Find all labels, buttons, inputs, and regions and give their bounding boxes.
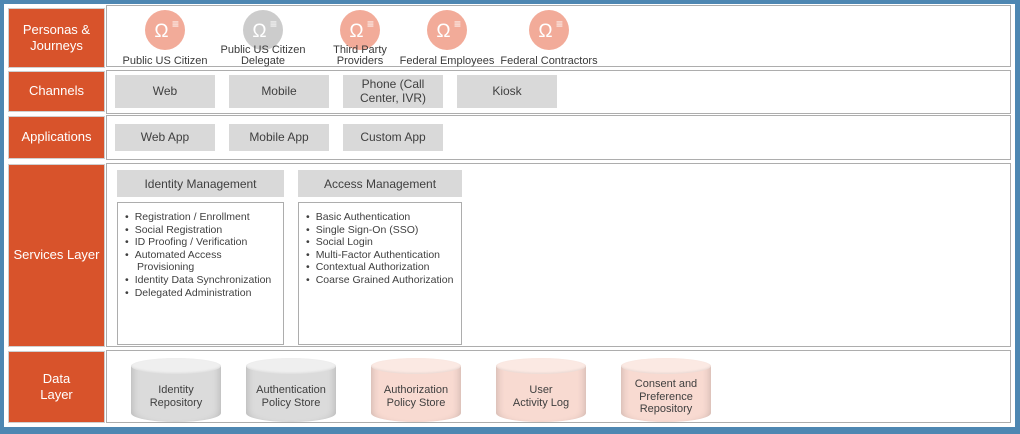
layer-label-text: Data Layer [40, 370, 73, 402]
database-cylinder-icon [371, 366, 461, 422]
layer-label-text: Personas & Journeys [22, 21, 91, 53]
channel-phone: Phone (Call Center, IVR) [343, 75, 443, 108]
channel-kiosk: Kiosk [457, 75, 557, 108]
service-group-title-identity-management: Identity Management [117, 170, 284, 197]
persona-user-icon [340, 10, 380, 50]
service-item: ID Proofing / Verification [125, 236, 281, 249]
service-item: Social Login [306, 236, 459, 249]
persona-user-icon [243, 10, 283, 50]
datastore-label: Consent and Preference Repository [634, 378, 698, 416]
persona-label: Public US Citizen Delegate [220, 43, 306, 68]
database-cylinder-top [621, 358, 711, 374]
service-list-access-management: Basic AuthenticationSingle Sign-On (SSO)… [298, 202, 462, 345]
persona-label: Federal Employees [399, 55, 495, 68]
database-cylinder-top [496, 358, 586, 374]
service-item: Multi-Factor Authentication [306, 249, 459, 262]
layer-label-text: Applications [21, 129, 92, 145]
database-cylinder-top [246, 358, 336, 374]
datastore-label: Authentication Policy Store [256, 384, 326, 409]
application-custom-app: Custom App [343, 124, 443, 151]
service-item: Single Sign-On (SSO) [306, 224, 459, 237]
service-item: Registration / Enrollment [125, 211, 281, 224]
layer-label-data: Data Layer [8, 351, 105, 423]
layer-label-services: Services Layer [8, 164, 105, 347]
datastore-consent-preference-repository: Consent and Preference Repository [621, 358, 711, 422]
service-list-identity-management: Registration / EnrollmentSocial Registra… [117, 202, 284, 345]
database-cylinder-icon [621, 366, 711, 422]
service-item: Social Registration [125, 224, 281, 237]
datastore-label: Authorization Policy Store [383, 384, 449, 409]
datastore-authorization-policy-store: Authorization Policy Store [371, 358, 461, 422]
applications-row [106, 115, 1011, 160]
persona-user-icon [145, 10, 185, 50]
service-item: Delegated Administration [125, 287, 281, 300]
layer-label-text: Services Layer [13, 247, 100, 263]
datastore-authentication-policy-store: Authentication Policy Store [246, 358, 336, 422]
datastore-identity-repository: Identity Repository [131, 358, 221, 422]
database-cylinder-icon [246, 366, 336, 422]
persona-user-icon [529, 10, 569, 50]
database-cylinder-top [131, 358, 221, 374]
database-cylinder-icon [131, 366, 221, 422]
channel-mobile: Mobile [229, 75, 329, 108]
datastore-user-activity-log: User Activity Log [496, 358, 586, 422]
persona-label: Public US Citizen [122, 55, 208, 68]
service-item: Automated Access Provisioning [125, 249, 281, 274]
layer-label-text: Channels [29, 83, 84, 99]
database-cylinder-icon [496, 366, 586, 422]
application-mobile-app: Mobile App [229, 124, 329, 151]
datastore-label: User Activity Log [512, 384, 570, 409]
layer-label-applications: Applications [8, 116, 105, 159]
layer-label-personas-journeys: Personas & Journeys [8, 8, 105, 68]
service-group-title-access-management: Access Management [298, 170, 462, 197]
service-item: Coarse Grained Authorization [306, 274, 459, 287]
service-list: Registration / EnrollmentSocial Registra… [125, 211, 281, 299]
service-list: Basic AuthenticationSingle Sign-On (SSO)… [306, 211, 459, 287]
database-cylinder-top [371, 358, 461, 374]
persona-label: Federal Contractors [500, 55, 598, 68]
persona-user-icon [427, 10, 467, 50]
application-web-app: Web App [115, 124, 215, 151]
service-item: Identity Data Synchronization [125, 274, 281, 287]
service-item: Basic Authentication [306, 211, 459, 224]
service-item: Contextual Authorization [306, 261, 459, 274]
datastore-label: Identity Repository [149, 384, 203, 409]
channel-web: Web [115, 75, 215, 108]
persona-label: Third Party Providers [333, 43, 387, 68]
layer-label-channels: Channels [8, 71, 105, 112]
